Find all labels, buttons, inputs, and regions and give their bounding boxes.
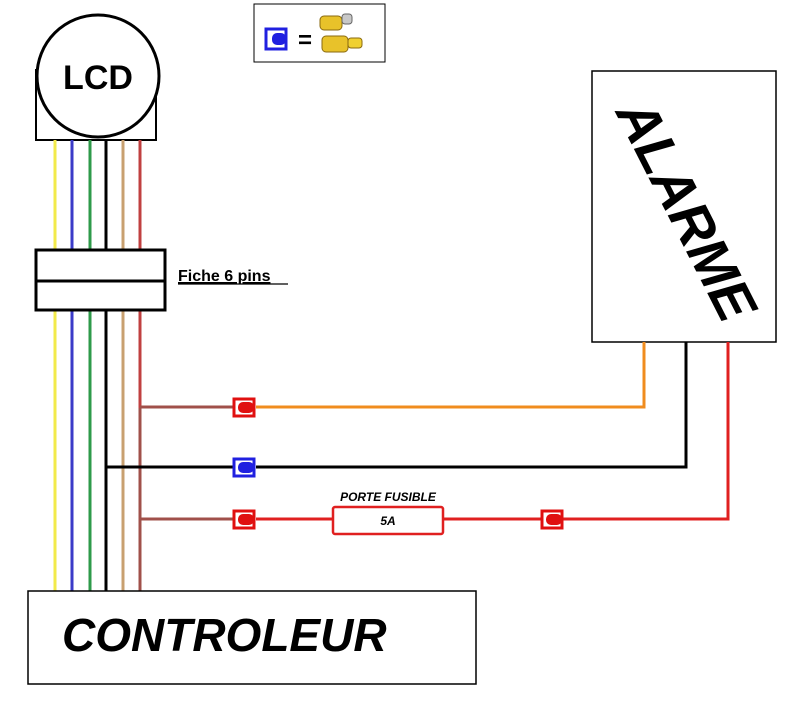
alarm-box: ALARME — [591, 70, 777, 343]
wire-black-circuit — [106, 342, 688, 469]
red-connector-3 — [540, 509, 564, 530]
wire-orange-circuit — [140, 342, 646, 409]
controller-label: CONTROLEUR — [62, 609, 387, 661]
fuse-rating: 5A — [380, 514, 395, 528]
legend-equals: = — [298, 27, 312, 54]
red-connector-2 — [232, 509, 256, 530]
blue-connector-1 — [232, 457, 256, 478]
lcd-label: LCD — [63, 59, 133, 97]
legend: = — [253, 3, 386, 63]
controller-box: CONTROLEUR — [27, 590, 477, 685]
six-pin-connector: Fiche 6 pins — [34, 248, 288, 312]
fuse-holder: PORTE FUSIBLE 5A — [331, 490, 445, 536]
wire-bundle — [53, 140, 142, 591]
blue-connector-icon — [264, 27, 288, 51]
connector-label: Fiche 6 pins — [178, 268, 271, 285]
lcd-display: LCD — [35, 13, 161, 141]
wire-red-fused-circuit — [140, 342, 730, 521]
red-connector-1 — [232, 397, 256, 418]
fuse-title: PORTE FUSIBLE — [340, 490, 437, 504]
spade-terminal-icon — [319, 13, 363, 53]
